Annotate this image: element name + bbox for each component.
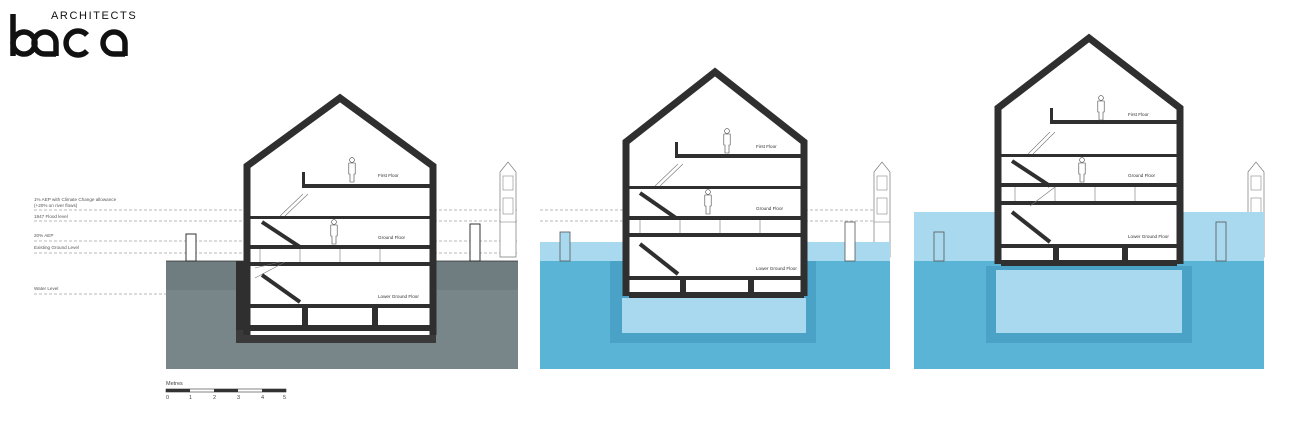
scale-tick-3: 3 [237, 395, 240, 401]
level-label-lower-1: Lower Ground Floor [378, 294, 419, 299]
water-level-label: Water Level [34, 286, 58, 291]
scale-bar: Metres 0 1 2 3 4 5 [165, 381, 287, 401]
scale-title: Metres [166, 381, 183, 387]
logo-subtitle: ARCHITECTS [51, 10, 138, 22]
level-label-first-2: First Floor [756, 144, 777, 149]
section-panel-3: First Floor Ground Floor Lower Ground Fl… [914, 33, 1265, 369]
level-label-lower-3: Lower Ground Floor [1128, 234, 1169, 239]
level-label-ground-2: Ground Floor [756, 206, 784, 211]
level-label-first-3: First Floor [1128, 112, 1149, 117]
scale-tick-0: 0 [166, 395, 169, 401]
climate-label: 1% AEP with Climate Change allowance [34, 197, 117, 202]
flood-level-labels: 1% AEP with Climate Change allowance (+2… [34, 197, 117, 291]
level-label-lower-2: Lower Ground Floor [756, 266, 797, 271]
level-label-ground-1: Ground Floor [378, 235, 406, 240]
ground-level-label: Existing Ground Level [34, 245, 79, 250]
climate-label-2: (+20% on river flows) [34, 203, 78, 208]
flood-1947-label: 1947 Flood level [34, 214, 68, 219]
section-panel-2: First Floor Ground Floor Lower Ground Fl… [540, 67, 891, 369]
logo-wordmark [10, 14, 128, 58]
scale-tick-2: 2 [213, 395, 216, 401]
scale-tick-5: 5 [283, 395, 286, 401]
scale-tick-1: 1 [189, 395, 192, 401]
scale-tick-4: 4 [261, 395, 264, 401]
aep20-label: 20% AEP [34, 233, 53, 238]
level-label-ground-3: Ground Floor [1128, 173, 1156, 178]
level-label-first-1: First Floor [378, 173, 399, 178]
baca-logo: ARCHITECTS [8, 6, 138, 66]
section-panel-1: First Floor Ground Floor Lower Ground Fl… [166, 93, 518, 369]
